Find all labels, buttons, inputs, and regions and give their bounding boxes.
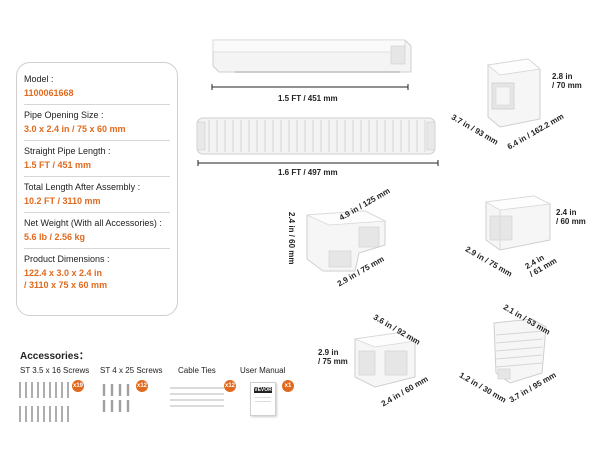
spec-value: 1.5 FT / 451 mm: [24, 160, 92, 170]
spec-row-pipe-length: Straight Pipe Length : 1.5 FT / 451 mm: [24, 141, 170, 177]
flex-pipe-image: [196, 117, 436, 155]
spec-row-model: Model : 1100061668: [24, 69, 170, 105]
spec-label: Pipe Opening Size :: [24, 110, 104, 120]
spec-label: Net Weight (With all Accessories) :: [24, 218, 162, 228]
accessories-title: Accessories：: [20, 351, 89, 362]
user-manual-image: VEVOR: [250, 382, 276, 416]
spec-row-weight: Net Weight (With all Accessories) : 5.6 …: [24, 213, 170, 249]
spec-value: 5.6 lb / 2.56 kg: [24, 232, 86, 242]
spec-value: 10.2 FT / 3110 mm: [24, 196, 101, 206]
accessory-label-cable-ties: Cable Ties: [178, 366, 216, 375]
spec-row-opening: Pipe Opening Size : 3.0 x 2.4 in / 75 x …: [24, 105, 170, 141]
cable-ties-image: [170, 387, 224, 407]
tee-height-dim: 2.9 in / 75 mm: [318, 348, 348, 366]
manual-lines: [255, 397, 271, 400]
spec-value: 3.0 x 2.4 in / 75 x 60 mm: [24, 124, 126, 134]
elbow-height-dim: 2.4 in / 60 mm: [287, 212, 296, 265]
straight-pipe-dimension-line: [211, 84, 409, 90]
spec-label: Model :: [24, 74, 54, 84]
screws-25-image: [102, 384, 130, 412]
manual-lines: [255, 401, 271, 404]
spec-label: Straight Pipe Length :: [24, 146, 111, 156]
spec-row-total-length: Total Length After Assembly : 10.2 FT / …: [24, 177, 170, 213]
accessory-label-user-manual: User Manual: [240, 366, 286, 375]
spec-row-dimensions: Product Dimensions : 122.4 x 3.0 x 2.4 i…: [24, 249, 170, 296]
count-badge: x1: [282, 380, 294, 392]
screws-16-image: [19, 382, 69, 422]
flex-pipe-dimension-line: [197, 160, 439, 166]
elbow-image: [306, 210, 387, 272]
straight-pipe-image: [212, 39, 412, 73]
end-fitting-image: [493, 318, 547, 384]
wall-cover-height-dim: 2.8 in / 70 mm: [552, 72, 582, 90]
count-badge: x12: [224, 380, 236, 392]
accessory-label-screws-25: ST 4 x 25 Screws: [100, 366, 163, 375]
spec-label: Total Length After Assembly :: [24, 182, 141, 192]
flex-pipe-dim: 1.6 FT / 497 mm: [278, 168, 338, 177]
manual-brand-label: VEVOR: [254, 387, 272, 393]
tee-image: [353, 332, 417, 388]
wall-cover-image: [487, 58, 541, 128]
spec-card: Model : 1100061668 Pipe Opening Size : 3…: [16, 62, 178, 316]
count-badge: x12: [136, 380, 148, 392]
coupler-image: [484, 195, 552, 251]
accessory-label-screws-16: ST 3.5 x 16 Screws: [20, 366, 90, 375]
coupler-height-dim: 2.4 in / 60 mm: [556, 208, 586, 226]
spec-value: 1100061668: [24, 88, 74, 98]
spec-label: Product Dimensions :: [24, 254, 110, 264]
spec-value: 122.4 x 3.0 x 2.4 in / 3110 x 75 x 60 mm: [24, 268, 108, 290]
count-badge: x19: [72, 380, 84, 392]
straight-pipe-dim: 1.5 FT / 451 mm: [278, 94, 338, 103]
